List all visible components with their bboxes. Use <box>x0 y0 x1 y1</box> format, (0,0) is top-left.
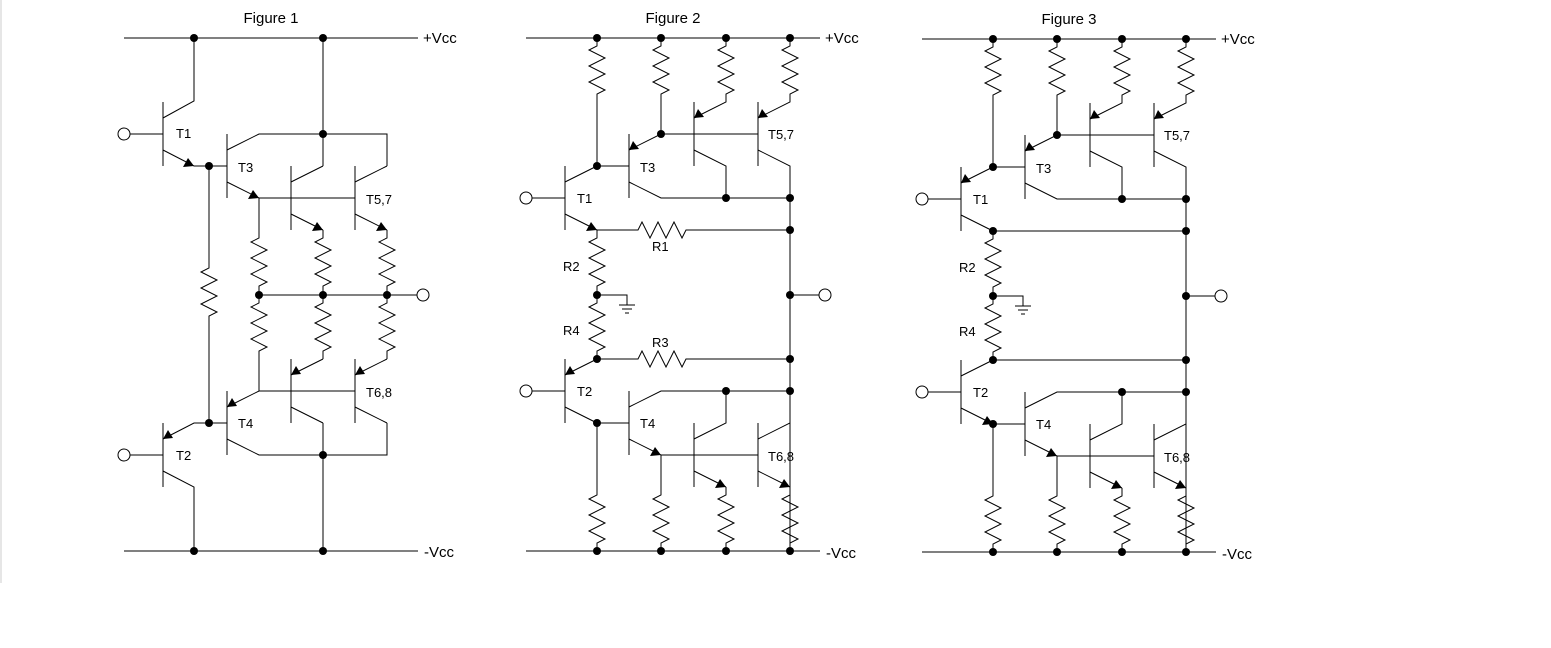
figure-1-vcc-negative: -Vcc <box>424 544 455 561</box>
figure-3-label-t4: T4 <box>1036 417 1051 432</box>
figure-3-label-t68: T6,8 <box>1164 450 1190 465</box>
figure-2-label-t2: T2 <box>577 384 592 399</box>
figure-2-input-2-terminal <box>519 384 533 398</box>
figure-2-label-r4: R4 <box>563 323 580 338</box>
figure-3-input-2-terminal <box>915 385 929 399</box>
figure-2-label-r2: R2 <box>563 259 580 274</box>
figure-2-label-t68: T6,8 <box>768 449 794 464</box>
figure-2-output-terminal <box>818 288 832 302</box>
figure-3-label-t3: T3 <box>1036 161 1051 176</box>
figure-1-junctions <box>190 34 391 555</box>
figure-2-wiring <box>526 37 820 552</box>
figure-2-label-t1: T1 <box>577 191 592 206</box>
figure-1-input-2-terminal <box>117 448 131 462</box>
figure-3-label-t57: T5,7 <box>1164 128 1190 143</box>
figure-1-label-t4: T4 <box>238 416 253 431</box>
left-border <box>0 0 2 583</box>
figure-3-label-r4: R4 <box>959 324 976 339</box>
figure-3-label-r2: R2 <box>959 260 976 275</box>
figure-1-title: Figure 1 <box>243 10 298 27</box>
figure-3: Figure 3 <box>915 11 1255 563</box>
figure-1-label-t57: T5,7 <box>366 192 392 207</box>
figure-2-junctions <box>593 34 794 555</box>
figure-3-title: Figure 3 <box>1041 11 1096 28</box>
figure-2-label-t4: T4 <box>640 416 655 431</box>
figure-3-label-t2: T2 <box>973 385 988 400</box>
figure-2-label-r1: R1 <box>652 239 669 254</box>
figure-3-label-t1: T1 <box>973 192 988 207</box>
figure-3-junctions <box>989 35 1190 556</box>
figure-1: Figure 1 <box>117 10 457 561</box>
figure-3-wiring <box>922 38 1216 553</box>
figure-3-input-1-terminal <box>915 192 929 206</box>
figure-1-arrows <box>163 158 387 439</box>
figure-2-arrows <box>565 109 790 488</box>
figure-1-vcc-positive: +Vcc <box>423 30 457 47</box>
figure-3-vcc-negative: -Vcc <box>1222 546 1253 563</box>
figure-1-label-t1: T1 <box>176 126 191 141</box>
figure-2-vcc-negative: -Vcc <box>826 545 857 562</box>
figure-1-label-t68: T6,8 <box>366 385 392 400</box>
figure-2-label-t3: T3 <box>640 160 655 175</box>
figure-2-title: Figure 2 <box>645 10 700 27</box>
figure-2-vcc-positive: +Vcc <box>825 30 859 47</box>
figure-1-input-1-terminal <box>117 127 131 141</box>
figure-3-output-terminal <box>1214 289 1228 303</box>
figure-3-vcc-positive: +Vcc <box>1221 31 1255 48</box>
figure-2: Figure 2 <box>519 10 859 562</box>
figure-1-wiring <box>124 37 418 552</box>
figure-2-label-t57: T5,7 <box>768 127 794 142</box>
figure-1-label-t3: T3 <box>238 160 253 175</box>
figure-2-label-r3: R3 <box>652 335 669 350</box>
figure-1-label-t2: T2 <box>176 448 191 463</box>
figure-2-input-1-terminal <box>519 191 533 205</box>
figure-1-output-terminal <box>416 288 430 302</box>
